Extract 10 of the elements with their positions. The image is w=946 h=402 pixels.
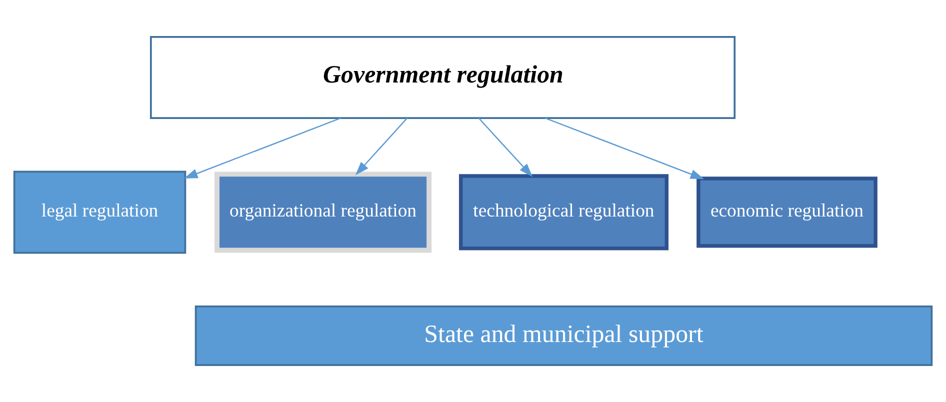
- node-box: State and municipal support: [194, 305, 933, 366]
- arrow: [355, 118, 408, 176]
- arrow: [478, 118, 533, 178]
- node-box: economic regulation: [696, 176, 878, 248]
- arrow: [544, 118, 704, 180]
- arrow: [184, 118, 341, 179]
- node-box: organizational regulation: [214, 172, 432, 253]
- node-box: Government regulation: [150, 36, 736, 119]
- node-box: legal regulation: [13, 170, 186, 254]
- node-box: technological regulation: [458, 174, 668, 250]
